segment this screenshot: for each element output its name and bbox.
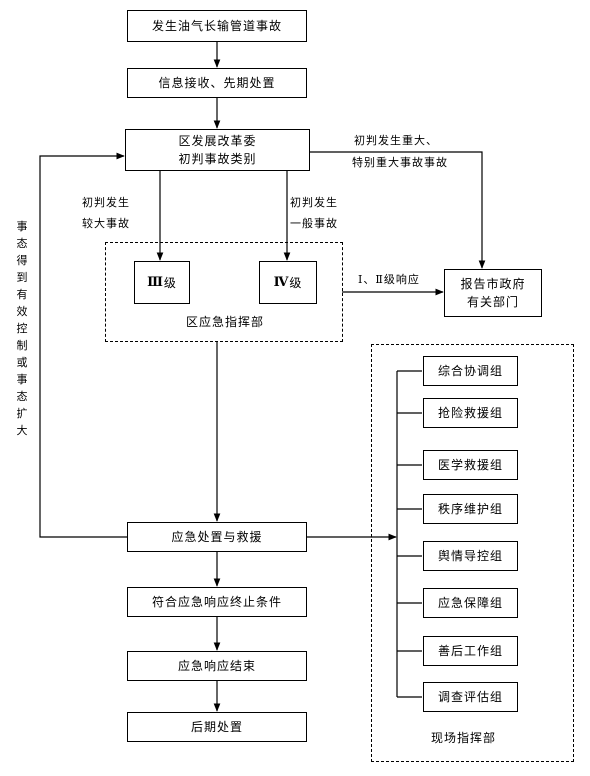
level3-num: Ⅲ [147, 274, 164, 290]
group-text: 秩序维护组 [437, 502, 503, 516]
onsite-hq-label: 现场指挥部 [431, 731, 497, 745]
group-text: 应急保障组 [437, 596, 503, 610]
end-box: 应急响应结束 [127, 651, 307, 681]
response-text: 应急处置与救援 [171, 530, 263, 544]
general-label-line2: 一般事故 [290, 217, 338, 230]
group-text: 调查评估组 [437, 690, 503, 704]
group-box: 医学救援组 [423, 450, 518, 480]
group-text: 抢险救援组 [437, 406, 503, 420]
post-box: 后期处置 [127, 712, 307, 742]
loop-label: 事态得到有效控制或事态扩大 [16, 220, 28, 437]
group-text: 医学救援组 [437, 458, 503, 472]
group-box: 善后工作组 [423, 636, 518, 666]
district-hq-label: 区应急指挥部 [186, 315, 265, 329]
onsite-hq-area [371, 344, 574, 762]
group-box: 综合协调组 [423, 356, 518, 386]
response-box: 应急处置与救援 [127, 522, 307, 552]
receive-box: 信息接收、先期处置 [127, 68, 307, 98]
group-box: 舆情导控组 [423, 541, 518, 571]
level4-num: Ⅳ [273, 274, 290, 290]
arrow-loop-back [39, 152, 127, 538]
end-text: 应急响应结束 [177, 659, 256, 673]
group-box: 抢险救援组 [423, 398, 518, 428]
accident-text: 发生油气长输管道事故 [151, 19, 282, 33]
post-text: 后期处置 [190, 720, 243, 734]
general-label-line1: 初判发生 [290, 196, 338, 209]
report-box: 报告市政府 有关部门 [444, 269, 542, 317]
group-text: 善后工作组 [437, 644, 503, 658]
larger-label-line2: 较大事故 [82, 217, 130, 230]
level4-suffix: 级 [289, 275, 303, 290]
group-box: 应急保障组 [423, 588, 518, 618]
dept-text-line1: 区发展改革委 [178, 134, 257, 148]
arrow-dept-report [310, 151, 486, 269]
group-text: 舆情导控组 [437, 549, 503, 563]
receive-text: 信息接收、先期处置 [158, 76, 276, 90]
group-box: 调查评估组 [423, 682, 518, 712]
report-text-line1: 报告市政府 [460, 277, 526, 291]
accident-box: 发生油气长输管道事故 [127, 10, 307, 42]
district-hq-area [105, 242, 343, 342]
dept-text-line2: 初判事故类别 [178, 152, 257, 166]
major-label-line1: 初判发生重大、 [354, 134, 438, 147]
group-box: 秩序维护组 [423, 494, 518, 524]
group-text: 综合协调组 [437, 364, 503, 378]
response-level-label: Ⅰ、Ⅱ级响应 [358, 273, 420, 286]
meet-conditions-text: 符合应急响应终止条件 [151, 595, 282, 609]
larger-label-line1: 初判发生 [82, 196, 130, 209]
meet-conditions-box: 符合应急响应终止条件 [127, 587, 307, 617]
report-text-line2: 有关部门 [466, 295, 519, 309]
dept-box: 区发展改革委 初判事故类别 [125, 129, 310, 171]
major-label-line2: 特别重大事故事故 [352, 156, 448, 169]
level3-suffix: 级 [163, 275, 177, 290]
